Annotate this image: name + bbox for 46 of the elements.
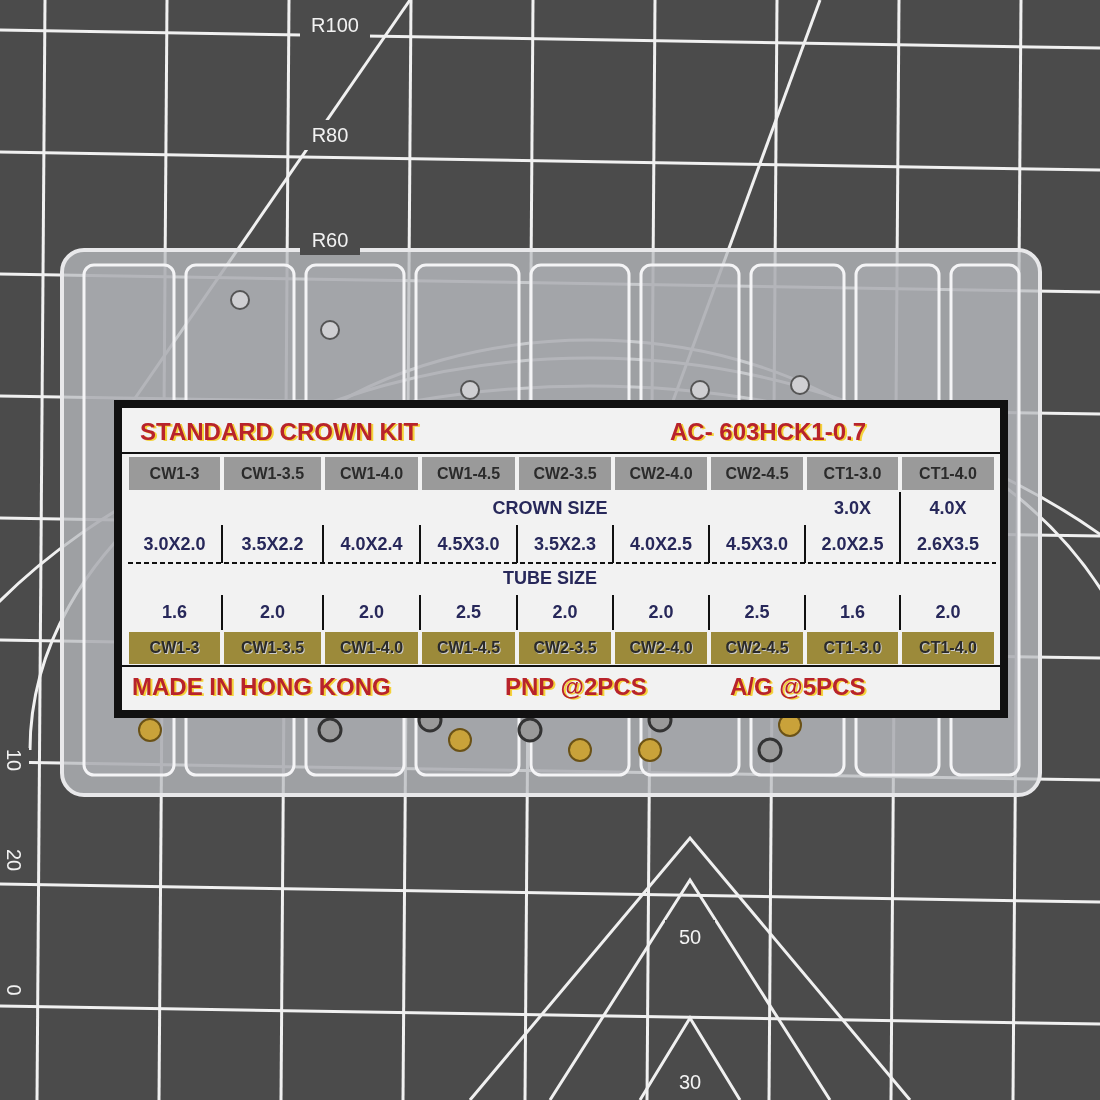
- model-code-cell: CW2-3.5: [519, 457, 611, 490]
- model-code-cell: CW1-4.5: [422, 632, 515, 664]
- quantity-note: A/G @5PCS: [730, 672, 867, 702]
- tube-size-value: 2.0: [551, 600, 579, 624]
- quantity-note: PNP @2PCS: [505, 672, 648, 702]
- crown-size-value: 4.0X2.4: [339, 533, 404, 556]
- model-number: AC- 603HCK1-0.7: [670, 417, 868, 447]
- model-code-cell: CW2-3.5: [519, 632, 611, 664]
- tube-size-value: 2.5: [743, 600, 771, 624]
- model-code-cell: CT1-3.0: [807, 457, 898, 490]
- tube-size-value: 2.5: [455, 600, 482, 624]
- model-code-cell: CW1-4.5: [422, 457, 515, 490]
- model-code-cell: CW2-4.5: [711, 632, 803, 664]
- crown-size-value: 3.5X2.2: [240, 533, 305, 556]
- model-code-cell: CW1-3: [129, 457, 220, 490]
- model-code-cell: CW2-4.0: [615, 457, 707, 490]
- model-code-cell: CW1-3.5: [224, 457, 321, 490]
- crown-size-value: 2.0X2.5: [820, 533, 885, 556]
- tube-size-value: 2.0: [358, 600, 385, 624]
- tube-size-value: 2.0: [934, 600, 962, 624]
- origin-note: MADE IN HONG KONG: [132, 672, 392, 702]
- tube-size-value: 1.6: [161, 600, 188, 624]
- tube-size-value: 2.0: [259, 600, 286, 624]
- crown-size-value: 3.0X: [833, 496, 872, 520]
- model-code-cell: CW2-4.0: [615, 632, 707, 664]
- model-code-cell: CW1-4.0: [325, 457, 418, 490]
- model-code-cell: CT1-4.0: [902, 632, 994, 664]
- model-code-cell: CW1-3: [129, 632, 220, 664]
- crown-size-value: 3.0X2.0: [142, 533, 207, 556]
- crown-size-value: 2.6X3.5: [915, 533, 981, 556]
- crown-size-value: 3.5X2.3: [532, 533, 598, 556]
- tube-size-value: 2.0: [647, 600, 675, 624]
- model-code-cell: CT1-4.0: [902, 457, 994, 490]
- model-code-cell: CW2-4.5: [711, 457, 803, 490]
- crown-size-value: 4.5X3.0: [724, 533, 790, 556]
- kit-title: STANDARD CROWN KIT: [140, 417, 420, 447]
- model-code-cell: CW1-4.0: [325, 632, 418, 664]
- section-heading: CROWN SIZE: [491, 496, 609, 520]
- crown-size-value: 4.0X: [928, 496, 968, 520]
- model-code-cell: CT1-3.0: [807, 632, 898, 664]
- crown-size-value: 4.0X2.5: [628, 533, 694, 556]
- section-heading: TUBE SIZE: [502, 566, 598, 590]
- model-code-cell: CW1-3.5: [224, 632, 321, 664]
- ruler-number: 10: [0, 748, 29, 772]
- tube-size-value: 1.6: [839, 600, 866, 624]
- crown-size-value: 4.5X3.0: [436, 533, 501, 556]
